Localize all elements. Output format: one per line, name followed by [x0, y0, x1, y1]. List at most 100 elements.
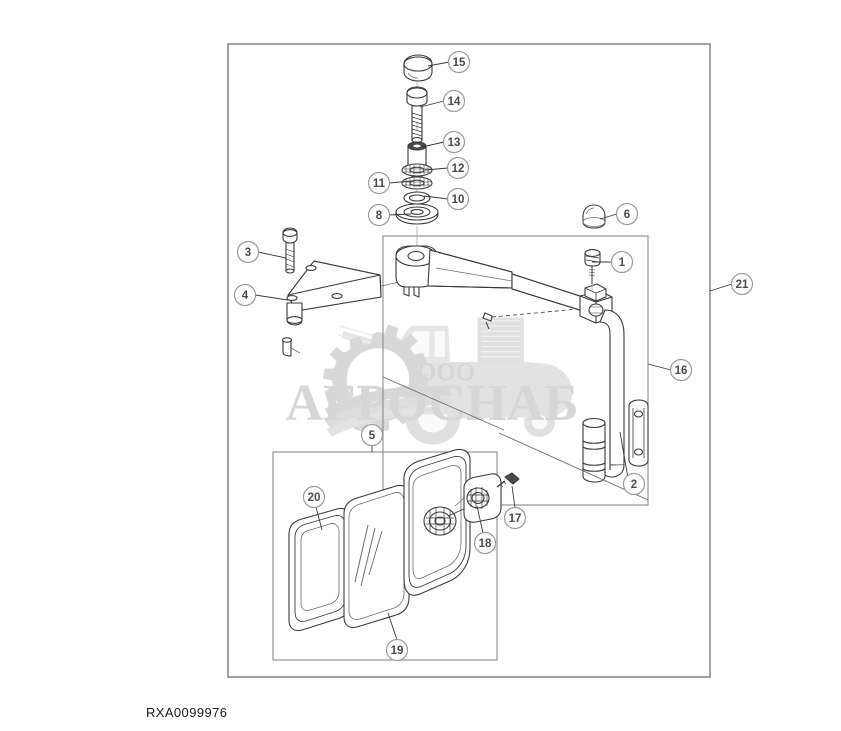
callout-bubble[interactable]	[730, 272, 754, 296]
callout-number: 15	[453, 57, 466, 69]
callout-5[interactable]: 5	[360, 423, 384, 453]
part-6-cap-nut	[582, 204, 606, 229]
callout-number: 11	[373, 178, 386, 190]
part-3-bolt	[282, 227, 298, 274]
callout-leader	[476, 505, 484, 534]
mirror-detail-frame	[272, 451, 498, 661]
part-4-mounting-bracket	[281, 260, 382, 357]
callout-bubble[interactable]	[367, 203, 391, 227]
part-14-pivot-bolt	[406, 86, 428, 143]
callout-12[interactable]: 12	[424, 156, 470, 180]
callout-11[interactable]: 11	[367, 171, 413, 195]
callout-leader	[647, 363, 672, 371]
part-18-ball-clamp	[447, 473, 502, 523]
part-15-cap-plug	[403, 54, 433, 82]
callout-number: 20	[308, 492, 321, 504]
callout-leader	[423, 195, 449, 200]
callout-bubble[interactable]	[442, 89, 466, 113]
part-20-gasket-frame	[288, 507, 351, 632]
callout-10[interactable]: 10	[423, 187, 470, 211]
callout-bubble[interactable]	[360, 423, 384, 447]
mirror-arm-assembly	[382, 245, 649, 501]
callout-leader	[254, 294, 289, 301]
callout-leader	[511, 485, 516, 509]
callout-number: 3	[245, 247, 251, 259]
callout-number: 18	[479, 538, 492, 550]
arm-detail-frame	[382, 235, 649, 506]
callout-number: 17	[509, 513, 522, 525]
callout-bubble[interactable]	[447, 50, 471, 74]
watermark-line2: АГРОСНАБ	[285, 375, 578, 432]
callout-number: 14	[448, 96, 461, 108]
callout-14[interactable]: 14	[419, 89, 466, 113]
callout-6[interactable]: 6	[599, 202, 639, 226]
callout-bubble[interactable]	[236, 240, 260, 264]
callout-1[interactable]: 1	[592, 250, 634, 274]
callout-2[interactable]: 2	[619, 431, 646, 496]
callout-bubble[interactable]	[367, 171, 391, 195]
callout-leader	[388, 180, 413, 184]
callout-number: 10	[452, 194, 465, 206]
callout-13[interactable]: 13	[421, 130, 466, 154]
callout-leader	[388, 213, 412, 216]
callout-21[interactable]: 21	[709, 272, 754, 296]
mirror-ball-socket	[423, 506, 457, 536]
mirror-housing	[403, 448, 471, 596]
callout-bubble[interactable]	[446, 156, 470, 180]
part-number-label: RXA0099976	[146, 705, 228, 720]
callout-leader	[599, 213, 618, 220]
callout-4[interactable]: 4	[233, 283, 289, 307]
joint-set-screw	[482, 308, 579, 330]
callout-number: 4	[242, 290, 249, 302]
callout-leader	[315, 506, 323, 531]
part-11-serrated-washer	[401, 176, 433, 190]
callout-bubble[interactable]	[669, 358, 693, 382]
callout-16[interactable]: 16	[647, 358, 693, 382]
callout-number: 5	[369, 430, 376, 442]
callout-20[interactable]: 20	[302, 485, 326, 531]
callout-number: 13	[448, 137, 461, 149]
callout-bubble[interactable]	[385, 638, 409, 662]
part-17-mirror-screw	[496, 472, 520, 488]
watermark-agrosnab: ООО АГРОСНАБ	[285, 316, 579, 446]
callout-leader	[419, 100, 445, 108]
callout-bubble[interactable]	[615, 202, 639, 226]
mirror-exploded-assembly	[288, 448, 520, 632]
callout-8[interactable]: 8	[367, 203, 412, 227]
mount-bracket-assembly	[281, 227, 405, 357]
callout-17[interactable]: 17	[503, 485, 527, 530]
callout-number: 21	[736, 279, 749, 291]
watermark-line1: ООО	[417, 359, 475, 386]
part-19-mirror-glass	[343, 484, 410, 629]
outer-frame	[227, 43, 711, 678]
callout-bubble[interactable]	[610, 250, 634, 274]
callout-bubble[interactable]	[622, 472, 646, 496]
callout-bubble[interactable]	[473, 531, 497, 555]
callout-number: 16	[675, 365, 688, 377]
callout-leader	[427, 61, 450, 67]
callout-bubble[interactable]	[302, 485, 326, 509]
part-10-o-ring-washer	[403, 191, 431, 205]
callout-number: 12	[452, 163, 465, 175]
callout-bubble[interactable]	[233, 283, 257, 307]
callout-15[interactable]: 15	[427, 50, 471, 74]
callout-bubble[interactable]	[442, 130, 466, 154]
callout-leader	[257, 251, 287, 259]
callout-bubble[interactable]	[503, 506, 527, 530]
callout-number: 1	[619, 257, 626, 269]
callout-leader	[424, 167, 449, 171]
callout-number: 8	[376, 210, 383, 222]
part-12-serrated-washer	[401, 163, 433, 177]
callout-bubble[interactable]	[446, 187, 470, 211]
callout-number: 6	[624, 209, 630, 221]
part-8-thrust-bearing	[395, 203, 439, 225]
callout-3[interactable]: 3	[236, 240, 287, 264]
callout-19[interactable]: 19	[385, 612, 409, 662]
pivot-hardware-stack	[395, 54, 439, 246]
part-2-tube-clamps	[582, 399, 649, 483]
callout-number: 19	[391, 645, 404, 657]
callout-18[interactable]: 18	[473, 505, 497, 555]
